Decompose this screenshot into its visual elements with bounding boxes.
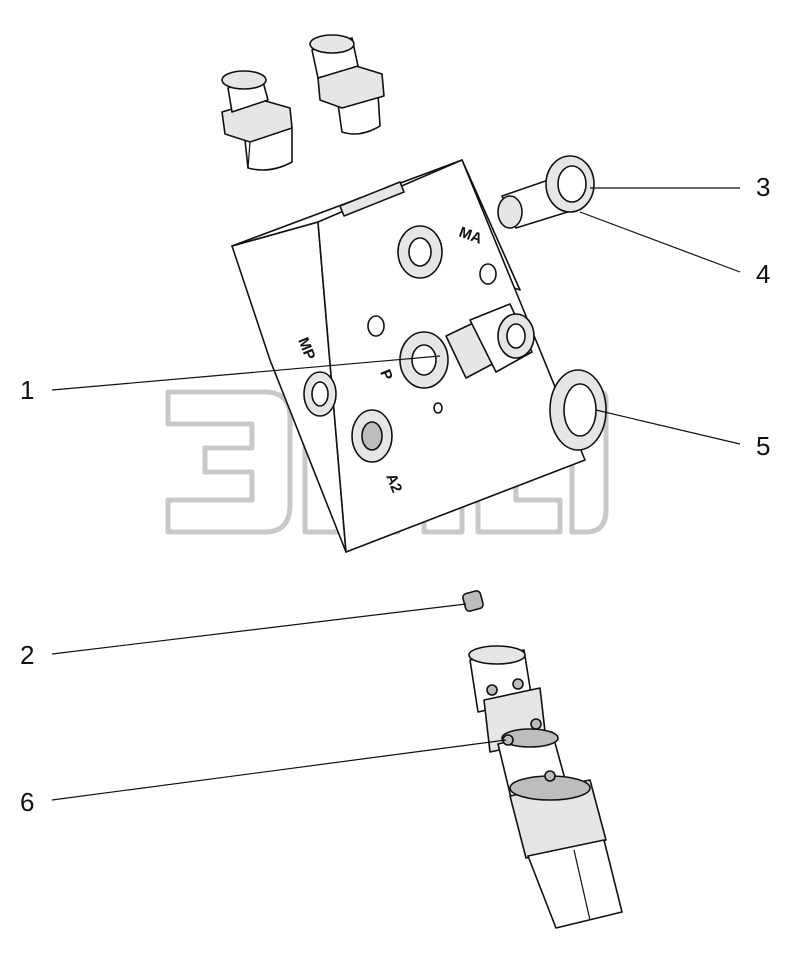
leader-lines	[51, 187, 741, 801]
fitting-top-left	[221, 70, 293, 171]
port-label-a2: A2	[382, 471, 405, 495]
leader-2	[51, 603, 467, 655]
callout-1: 1	[20, 375, 34, 405]
leader-5	[595, 409, 741, 445]
callout-6: 6	[20, 787, 34, 817]
leader-6	[51, 739, 507, 801]
small-plug-part-2	[462, 590, 484, 612]
plug-part-3-4	[497, 155, 595, 229]
callout-3: 3	[756, 172, 770, 202]
callout-numbers: 1 2 3 4 5 6	[20, 172, 770, 817]
callout-4: 4	[756, 259, 770, 289]
leader-1	[51, 355, 441, 391]
valve-block: MA MP P A2	[231, 159, 586, 553]
leader-4	[579, 211, 741, 273]
fitting-top-right	[309, 34, 385, 135]
callout-2: 2	[20, 640, 34, 670]
callout-5: 5	[756, 431, 770, 461]
watermark-text: ЭПСЭ	[170, 559, 173, 561]
fitting-p-port	[445, 303, 535, 379]
cartridge-valve-part-6	[468, 645, 623, 929]
plug-part-5	[549, 369, 607, 451]
